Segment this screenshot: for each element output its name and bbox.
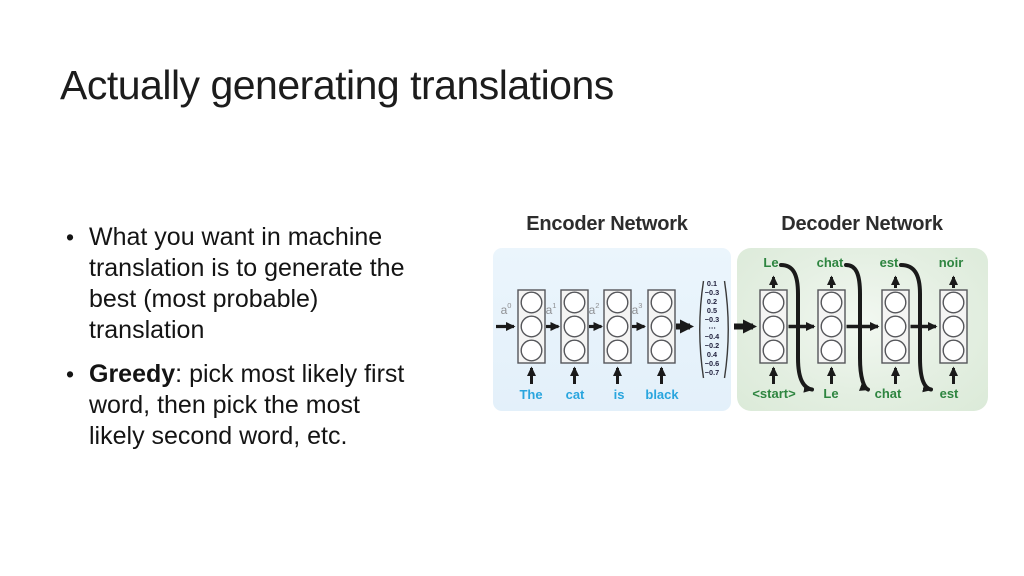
decoder-network-title: Decoder Network: [781, 213, 943, 235]
rnn-cells: [517, 289, 968, 364]
decoder-cell: [759, 289, 788, 364]
decoder-input-word: chat: [874, 386, 902, 401]
vector-value: ⋯: [708, 323, 716, 333]
bullet-text: What you want in machine translation is …: [89, 222, 404, 346]
vector-parentheses: [699, 280, 729, 379]
bullet-line: word, then pick the most: [89, 391, 360, 419]
bullet-line: best (most probable): [89, 285, 319, 313]
vector-value: 0.4: [706, 350, 718, 360]
vector-value: −0.4: [704, 332, 720, 342]
encoding-vector: 0.1 −0.3 0.2 0.5 −0.3 ⋯ −0.4 −0.2 0.4 −0…: [699, 279, 725, 378]
bullet-marker: •: [66, 361, 75, 387]
decoder-cell: [939, 289, 968, 364]
state-label-a2: a2: [588, 301, 600, 317]
decoder-input-word: Le: [823, 386, 839, 401]
input-arrow-icons: [527, 366, 958, 384]
decoder-output-word: noir: [938, 255, 964, 270]
feedback-curve-icons: [779, 263, 933, 393]
bullet-marker: •: [66, 224, 75, 250]
encoder-network-title: Encoder Network: [526, 213, 688, 235]
vector-value: 0.1: [706, 279, 718, 288]
bullet-line: translation is to generate the: [89, 254, 405, 282]
decoder-cell: [881, 289, 910, 364]
encoder-cell: [517, 289, 546, 364]
encoder-word: black: [645, 387, 679, 402]
state-label-a0: a0: [500, 301, 512, 317]
vector-value: 0.2: [706, 296, 718, 306]
encoder-cell: [603, 289, 632, 364]
bullet-line: translation: [89, 316, 205, 344]
bullet-line: Greedy: pick most likely first: [89, 360, 405, 388]
encoder-cell: [560, 289, 589, 364]
encoder-word: is: [613, 387, 625, 402]
bullet-item: • Greedy: pick most likely first word, t…: [66, 359, 486, 452]
decoder-input-word: est: [939, 386, 959, 401]
vector-value: −0.6: [704, 359, 720, 369]
state-label-a1: a1: [545, 301, 557, 317]
vector-value: −0.3: [704, 287, 720, 297]
output-arrow-icons: [769, 275, 958, 288]
diagram-graphics: [496, 263, 968, 393]
vector-value: −0.3: [704, 314, 720, 324]
slide-title: Actually generating translations: [60, 62, 614, 108]
decoder-output-word: Le: [763, 255, 779, 270]
decoder-cell: [817, 289, 846, 364]
vector-value: −0.7: [704, 367, 720, 377]
vector-value: −0.2: [704, 341, 720, 351]
encoder-word: The: [519, 387, 543, 402]
decoder-input-word: <start>: [752, 386, 796, 401]
bullet-text: Greedy: pick most likely first word, the…: [89, 359, 404, 452]
encoder-cell: [647, 289, 676, 364]
bullet-line: What you want in machine: [89, 223, 383, 251]
bullet-list: • What you want in machine translation i…: [66, 222, 486, 465]
decoder-output-word: chat: [816, 255, 844, 270]
bullet-bold-term: Greedy: [89, 360, 176, 388]
encoder-decoder-diagram: Encoder Network Decoder Network: [490, 210, 1002, 420]
vector-value: 0.5: [706, 305, 718, 315]
bullet-line: likely second word, etc.: [89, 422, 348, 450]
bullet-item: • What you want in machine translation i…: [66, 222, 486, 346]
state-label-a3: a3: [631, 301, 643, 317]
encoder-word: cat: [565, 387, 585, 402]
decoder-output-word: est: [879, 255, 899, 270]
